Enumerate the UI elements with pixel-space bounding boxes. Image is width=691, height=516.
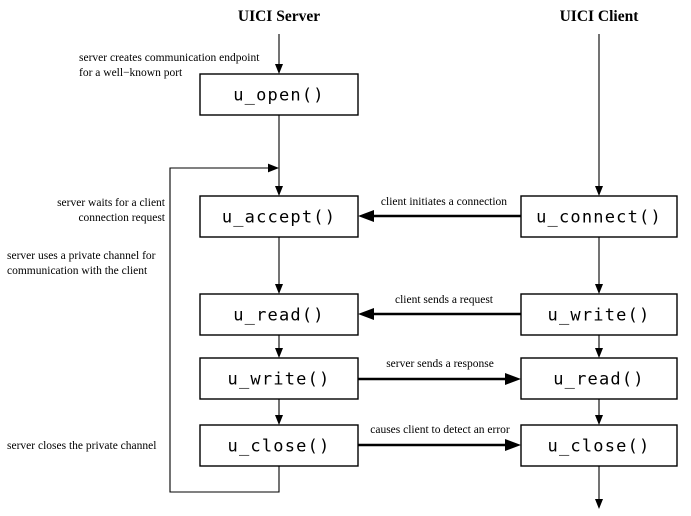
note-accept-line-2: connection request: [78, 212, 165, 224]
box-u-connect[interactable]: u_connect(): [520, 195, 678, 238]
note-private-channel-line-2: communication with the client: [7, 265, 148, 277]
client-column-title: UICI Client: [560, 8, 640, 25]
connector-connect-to-write: [595, 236, 603, 294]
arrow-label-response: server sends a response: [386, 358, 494, 370]
server-column-title: UICI Server: [238, 8, 320, 25]
message-arrow-request: [358, 308, 521, 320]
note-open-line-2: for a well−known port: [79, 67, 183, 79]
connector-open-to-accept: [275, 115, 283, 196]
connector-client-entry: [595, 34, 603, 196]
connector-write-to-close: [275, 399, 283, 425]
box-u-read-label: u_read(): [233, 306, 324, 326]
message-arrow-response: [358, 373, 521, 385]
connector-clientread-to-clientclose: [595, 399, 603, 425]
connector-loopback-close-to-accept: [169, 163, 280, 493]
connector-client-exit: [595, 466, 603, 509]
note-open: server creates communication endpoint fo…: [79, 52, 260, 79]
note-accept-line-1: server waits for a client: [57, 197, 166, 209]
box-u-accept[interactable]: u_accept(): [199, 195, 359, 238]
note-open-line-1: server creates communication endpoint: [79, 52, 260, 64]
box-u-write-client[interactable]: u_write(): [520, 293, 678, 336]
message-arrow-error: [358, 439, 521, 451]
arrow-label-error: causes client to detect an error: [370, 424, 510, 436]
box-u-read[interactable]: u_read(): [199, 293, 359, 336]
connector-clientwrite-to-clientread: [595, 334, 603, 358]
note-close-line-1: server closes the private channel: [7, 440, 156, 452]
note-accept: server waits for a client connection req…: [57, 197, 166, 224]
box-u-write[interactable]: u_write(): [199, 357, 359, 400]
box-u-close-label: u_close(): [228, 437, 331, 457]
connector-accept-to-read: [275, 236, 283, 294]
box-u-write-client-label: u_write(): [548, 306, 651, 326]
arrow-label-request: client sends a request: [395, 294, 494, 306]
box-u-close[interactable]: u_close(): [199, 424, 359, 467]
box-u-write-label: u_write(): [228, 370, 331, 390]
connector-server-entry: [275, 34, 283, 74]
message-arrow-connect: [358, 210, 521, 222]
box-u-read-client[interactable]: u_read(): [520, 357, 678, 400]
note-close: server closes the private channel: [7, 440, 156, 452]
box-u-accept-label: u_accept(): [222, 208, 336, 228]
note-private-channel: server uses a private channel for commun…: [7, 250, 156, 277]
connector-read-to-write: [275, 334, 283, 358]
arrow-label-connect: client initiates a connection: [381, 196, 507, 208]
box-u-read-client-label: u_read(): [553, 370, 644, 390]
box-u-open[interactable]: u_open(): [199, 73, 359, 116]
box-u-close-client[interactable]: u_close(): [520, 424, 678, 467]
box-u-close-client-label: u_close(): [548, 437, 651, 457]
box-u-connect-label: u_connect(): [536, 208, 662, 228]
note-private-channel-line-1: server uses a private channel for: [7, 250, 156, 262]
box-u-open-label: u_open(): [233, 86, 324, 106]
